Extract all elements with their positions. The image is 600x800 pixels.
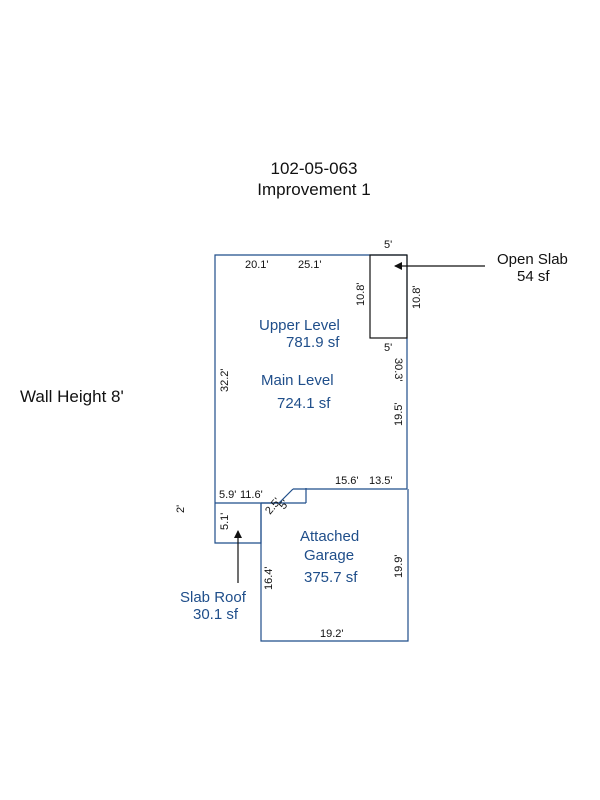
dim-slab-left: 10.8': [355, 282, 367, 306]
dim-garage-bottom: 19.2': [320, 628, 344, 640]
open-slab-name: Open Slab: [497, 251, 568, 268]
main-level-name: Main Level: [261, 372, 334, 389]
dim-main-bottom-right2: 13.5': [369, 475, 393, 487]
garage-outline: [260, 489, 409, 642]
upper-level-area: 781.9 sf: [286, 334, 340, 351]
dim-main-bottom-right1: 15.6': [335, 475, 359, 487]
dim-garage-right: 19.9': [393, 554, 405, 578]
dim-main-top-right: 25.1': [298, 259, 322, 271]
notch-diagonal: [278, 488, 294, 504]
garage-name-line1: Attached: [300, 528, 359, 545]
dim-main-bottom-mid: 11.6': [240, 489, 263, 501]
open-slab-outline: [369, 254, 408, 339]
main-level-area: 724.1 sf: [277, 395, 331, 412]
open-slab-area: 54 sf: [517, 268, 550, 285]
dim-slab-top: 5': [384, 239, 392, 251]
slab-roof-area: 30.1 sf: [193, 606, 239, 623]
garage-name-line2: Garage: [304, 547, 354, 564]
dim-notch-side: 5': [277, 498, 291, 512]
dim-slab-roof-offset: 2': [175, 505, 187, 513]
garage-area: 375.7 sf: [304, 569, 358, 586]
dim-slab-roof-side: 5.1': [219, 513, 231, 530]
dim-main-top-left: 20.1': [245, 259, 269, 271]
dim-garage-left: 16.4': [263, 566, 275, 590]
dim-main-bottom-left: 5.9': [219, 489, 236, 501]
wall-height-label: Wall Height 8': [20, 387, 124, 406]
dim-slab-bottom: 5': [384, 342, 392, 354]
upper-level-name: Upper Level: [259, 317, 340, 334]
dim-main-left: 32.2': [219, 368, 231, 392]
dim-slab-right: 10.8': [411, 285, 423, 309]
dim-main-right-upper: 30.3': [392, 358, 404, 382]
dim-main-right-lower: 19.5': [393, 402, 405, 426]
parcel-number: 102-05-063: [270, 159, 358, 178]
slab-roof-name: Slab Roof: [180, 589, 247, 606]
improvement-title: Improvement 1: [257, 180, 371, 199]
